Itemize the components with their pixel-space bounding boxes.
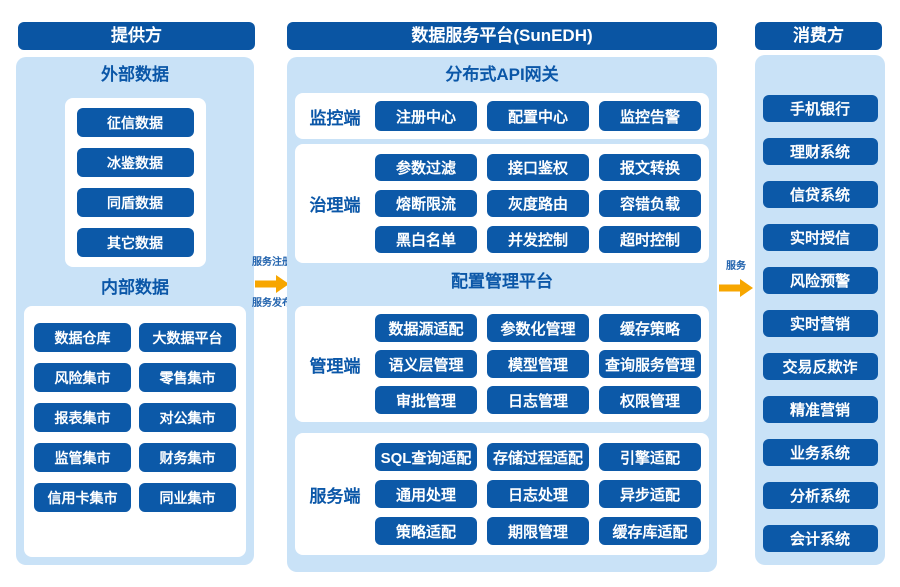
node-model-mgmt: 模型管理 xyxy=(487,350,589,378)
node-circuit-ratelimit: 熔断限流 xyxy=(375,190,477,217)
node-risk-mart: 风险集市 xyxy=(34,363,131,392)
provider-header: 提供方 xyxy=(18,22,255,50)
consumer-panel: 手机银行 理财系统 信贷系统 实时授信 风险预警 实时营销 交易反欺诈 精准营销… xyxy=(755,55,885,565)
service-label: 服务端 xyxy=(309,486,361,506)
node-risk-warning: 风险预警 xyxy=(762,267,878,294)
node-interbank-mart: 同业集市 xyxy=(139,483,236,512)
node-general-processing: 通用处理 xyxy=(375,480,477,508)
node-data-warehouse: 数据仓库 xyxy=(34,323,131,352)
governance-label: 治理端 xyxy=(309,196,361,215)
node-report-mart: 报表集市 xyxy=(34,403,131,432)
external-data-box: 征信数据 冰鉴数据 同盾数据 其它数据 xyxy=(64,98,206,267)
monitor-label: 监控端 xyxy=(309,108,361,128)
node-registry-center: 注册中心 xyxy=(375,101,477,131)
node-query-service-mgmt: 查询服务管理 xyxy=(599,350,701,378)
node-strategy-adapt: 策略适配 xyxy=(375,517,477,545)
node-tongdun-data: 同盾数据 xyxy=(76,188,194,217)
node-business-system: 业务系统 xyxy=(762,439,878,466)
node-finance-mart: 财务集市 xyxy=(139,443,236,472)
node-parameterized-mgmt: 参数化管理 xyxy=(487,314,589,342)
governance-section: 治理端 参数过滤 接口鉴权 报文转换 熔断限流 灰度路由 容错负载 黑白名单 并… xyxy=(295,144,709,263)
flow-register-label: 服务注册 xyxy=(252,257,292,268)
management-section: 管理端 数据源适配 参数化管理 缓存策略 语义层管理 模型管理 查询服务管理 审… xyxy=(295,306,709,422)
node-concurrency-control: 并发控制 xyxy=(487,226,589,253)
node-timeout-control: 超时控制 xyxy=(599,226,701,253)
flow-service-label: 服务 xyxy=(726,261,746,272)
node-gray-routing: 灰度路由 xyxy=(487,190,589,217)
platform-header: 数据服务平台(SunEDH) xyxy=(287,22,717,50)
node-log-mgmt: 日志管理 xyxy=(487,386,589,414)
governance-grid: 参数过滤 接口鉴权 报文转换 熔断限流 灰度路由 容错负载 黑白名单 并发控制 … xyxy=(375,154,701,253)
node-corporate-mart: 对公集市 xyxy=(139,403,236,432)
service-section: 服务端 SQL查询适配 存储过程适配 引擎适配 通用处理 日志处理 异步适配 策… xyxy=(295,433,709,555)
management-grid: 数据源适配 参数化管理 缓存策略 语义层管理 模型管理 查询服务管理 审批管理 … xyxy=(375,314,701,414)
flow-service: 服务 xyxy=(716,261,756,302)
node-credit-data: 征信数据 xyxy=(76,108,194,137)
node-config-center: 配置中心 xyxy=(487,101,589,131)
node-term-mgmt: 期限管理 xyxy=(487,517,589,545)
node-fault-tolerant-lb: 容错负载 xyxy=(599,190,701,217)
node-param-filter: 参数过滤 xyxy=(375,154,477,181)
flow-publish-label: 服务发布 xyxy=(252,298,292,309)
flow-register-publish: 服务注册 服务发布 xyxy=(252,257,292,310)
node-monitor-alert: 监控告警 xyxy=(599,101,701,131)
management-label: 管理端 xyxy=(309,356,361,376)
node-approval-mgmt: 审批管理 xyxy=(375,386,477,414)
node-bigdata-platform: 大数据平台 xyxy=(139,323,236,352)
node-regulatory-mart: 监管集市 xyxy=(34,443,131,472)
node-analysis-system: 分析系统 xyxy=(762,482,878,509)
node-datasource-adapt: 数据源适配 xyxy=(375,314,477,342)
node-cache-db-adapt: 缓存库适配 xyxy=(599,517,701,545)
right-arrow-icon xyxy=(255,275,289,293)
internal-data-title: 内部数据 xyxy=(101,278,169,297)
node-creditcard-mart: 信用卡集市 xyxy=(34,483,131,512)
node-stored-proc-adapt: 存储过程适配 xyxy=(487,443,589,471)
node-async-adapt: 异步适配 xyxy=(599,480,701,508)
node-credit-system: 信贷系统 xyxy=(762,181,878,208)
node-semantic-layer-mgmt: 语义层管理 xyxy=(375,350,477,378)
node-engine-adapt: 引擎适配 xyxy=(599,443,701,471)
node-blackwhite-list: 黑白名单 xyxy=(375,226,477,253)
node-retail-mart: 零售集市 xyxy=(139,363,236,392)
node-other-data: 其它数据 xyxy=(76,228,194,257)
node-mobile-banking: 手机银行 xyxy=(762,95,878,122)
node-sql-query-adapt: SQL查询适配 xyxy=(375,443,477,471)
node-message-transform: 报文转换 xyxy=(599,154,701,181)
provider-panel: 外部数据 征信数据 冰鉴数据 同盾数据 其它数据 内部数据 数据仓库 大数据平台… xyxy=(16,57,254,565)
monitor-grid: 注册中心 配置中心 监控告警 xyxy=(375,101,701,131)
node-accounting-system: 会计系统 xyxy=(762,525,878,552)
node-log-processing: 日志处理 xyxy=(487,480,589,508)
node-permission-mgmt: 权限管理 xyxy=(599,386,701,414)
node-precision-marketing: 精准营销 xyxy=(762,396,878,423)
node-wealth-system: 理财系统 xyxy=(762,138,878,165)
monitor-section: 监控端 注册中心 配置中心 监控告警 xyxy=(295,93,709,139)
node-realtime-marketing: 实时营销 xyxy=(762,310,878,337)
node-api-auth: 接口鉴权 xyxy=(487,154,589,181)
right-arrow-icon xyxy=(719,279,753,297)
internal-data-box: 数据仓库 大数据平台 风险集市 零售集市 报表集市 对公集市 监管集市 财务集市… xyxy=(24,306,246,557)
config-platform-title: 配置管理平台 xyxy=(451,272,553,291)
node-realtime-credit: 实时授信 xyxy=(762,224,878,251)
api-gateway-title: 分布式API网关 xyxy=(445,65,559,84)
platform-panel: 分布式API网关 监控端 注册中心 配置中心 监控告警 治理端 参数过滤 接口鉴… xyxy=(287,57,717,572)
consumer-header: 消费方 xyxy=(755,22,882,50)
external-data-title: 外部数据 xyxy=(101,65,169,84)
service-grid: SQL查询适配 存储过程适配 引擎适配 通用处理 日志处理 异步适配 策略适配 … xyxy=(375,443,701,545)
node-cache-strategy: 缓存策略 xyxy=(599,314,701,342)
node-antifraud: 交易反欺诈 xyxy=(762,353,878,380)
node-icekredit-data: 冰鉴数据 xyxy=(76,148,194,177)
